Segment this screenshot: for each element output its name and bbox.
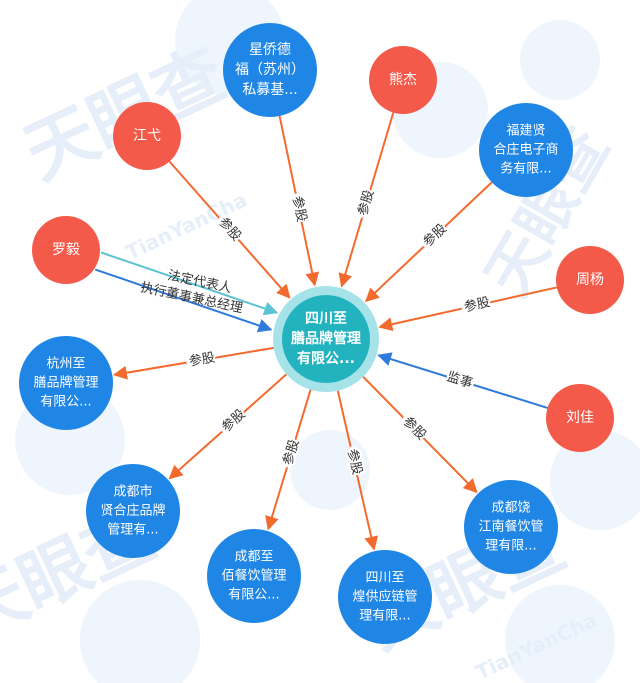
- node-label-xingqiaode-line-3: 私募基...: [242, 81, 297, 98]
- node-zhouyang[interactable]: 周杨: [556, 246, 624, 314]
- node-label-jiangdai-line-1: 江弋: [133, 128, 161, 144]
- node-chengdunao[interactable]: 成都饶江南餐饮管理有限...: [464, 480, 558, 574]
- node-label-liujia-line-1: 刘佳: [566, 410, 594, 426]
- node-label-hangzhou-line-2: 膳品牌管理: [33, 375, 98, 391]
- node-label-chengduxian-line-3: 管理有...: [107, 523, 158, 538]
- person-node-circle: [369, 46, 437, 114]
- edges: [94, 112, 558, 551]
- edge-luoyi-to-center-exec[interactable]: [94, 268, 273, 333]
- node-label-chengduxian-line-2: 贤合庄品牌: [100, 503, 165, 519]
- edge-jiangdai-to-center-invest[interactable]: [168, 160, 291, 299]
- edge-label-liujia-supervisor: 监事: [445, 370, 474, 392]
- company-node-circle: [207, 529, 301, 623]
- node-label-chengdunao-line-1: 成都饶: [491, 501, 530, 516]
- node-label-xiongjie-line-1: 熊杰: [389, 72, 417, 88]
- node-label-fujianxian-line-3: 务有限...: [500, 161, 551, 177]
- edge-label-xiongjie-invest: 参股: [355, 188, 378, 217]
- node-xiongjie[interactable]: 熊杰: [369, 46, 437, 114]
- company-node-circle: [464, 480, 558, 574]
- person-node-circle: [32, 216, 100, 284]
- node-chengduzhi[interactable]: 成都至佰餐饮管理有限公...: [207, 529, 301, 623]
- node-hangzhou[interactable]: 杭州至膳品牌管理有限公...: [19, 336, 113, 430]
- person-node-circle: [113, 102, 181, 170]
- company-node-circle: [19, 336, 113, 430]
- edge-luoyi-to-center-legal[interactable]: [100, 251, 279, 316]
- edge-label-xingqiaode-invest: 参股: [289, 195, 310, 224]
- edge-center-to-chengdunao-invest[interactable]: [362, 376, 478, 494]
- node-label-sichuanhuang-line-3: 理有限...: [359, 609, 410, 624]
- node-label-chengdunao-line-2: 江南餐饮管: [478, 519, 543, 535]
- edge-label-zhouyang-invest: 参股: [463, 294, 492, 315]
- node-label-fujianxian-line-1: 福建贤: [506, 124, 545, 139]
- edge-liujia-to-center-supervisor[interactable]: [377, 352, 548, 409]
- node-label-chengduzhi-line-3: 有限公...: [228, 588, 279, 603]
- node-label-xingqiaode-line-2: 福（苏州）: [235, 62, 305, 78]
- node-label-chengduzhi-line-1: 成都至: [234, 550, 273, 565]
- node-label-sichuanhuang-line-2: 煌供应链管: [352, 589, 417, 605]
- edge-center-to-sichuanhuang-invest[interactable]: [336, 390, 379, 551]
- edge-center-to-hangzhou-invest[interactable]: [112, 346, 274, 380]
- person-node-circle: [546, 384, 614, 452]
- node-fujianxian[interactable]: 福建贤合庄电子商务有限...: [479, 103, 573, 197]
- edge-zhouyang-to-center-invest[interactable]: [378, 286, 558, 332]
- node-label-sichuanhuang-line-1: 四川至: [365, 571, 404, 586]
- company-node-circle: [86, 464, 180, 558]
- edge-center-to-chengduxian-invest[interactable]: [168, 373, 288, 480]
- node-label-hangzhou-line-1: 杭州至: [46, 357, 85, 372]
- node-sichuanhuang[interactable]: 四川至煌供应链管理有限...: [338, 550, 432, 644]
- node-label-hangzhou-line-3: 有限公...: [40, 395, 91, 410]
- edge-center-to-chengduzhi-invest[interactable]: [265, 389, 312, 531]
- node-label-chengduxian-line-1: 成都市: [113, 484, 152, 500]
- node-label-luoyi-line-1: 罗毅: [52, 241, 80, 258]
- edge-xiongjie-to-center-invest[interactable]: [338, 112, 395, 288]
- node-jiangdai[interactable]: 江弋: [113, 102, 181, 170]
- node-label-xingqiaode-line-1: 星侨德: [249, 42, 291, 58]
- company-node-circle: [223, 23, 317, 117]
- node-label-chengduzhi-line-2: 佰餐饮管理: [221, 568, 286, 584]
- company-node-circle: [338, 550, 432, 644]
- edge-fujianxian-to-center-invest[interactable]: [364, 181, 493, 303]
- nodes: 星侨德福（苏州）私募基...熊杰福建贤合庄电子商务有限...江弋周杨罗毅杭州至膳…: [19, 23, 624, 644]
- center-node-circle: [282, 295, 370, 383]
- node-luoyi[interactable]: 罗毅: [32, 216, 100, 284]
- company-node-circle: [479, 103, 573, 197]
- node-chengduxian[interactable]: 成都市贤合庄品牌管理有...: [86, 464, 180, 558]
- person-node-circle: [556, 246, 624, 314]
- edge-label-center-invest: 参股: [188, 349, 216, 369]
- node-label-center-line-2: 膳品牌管理: [291, 330, 361, 347]
- node-label-center-line-1: 四川至: [305, 311, 347, 327]
- node-center[interactable]: 四川至膳品牌管理有限公...: [273, 286, 379, 392]
- node-label-center-line-3: 有限公...: [297, 350, 355, 367]
- edge-xingqiaode-to-center-invest[interactable]: [278, 115, 320, 287]
- node-label-chengdunao-line-3: 理有限...: [485, 539, 536, 554]
- node-liujia[interactable]: 刘佳: [546, 384, 614, 452]
- node-label-fujianxian-line-2: 合庄电子商: [493, 142, 558, 158]
- node-label-zhouyang-line-1: 周杨: [576, 272, 604, 288]
